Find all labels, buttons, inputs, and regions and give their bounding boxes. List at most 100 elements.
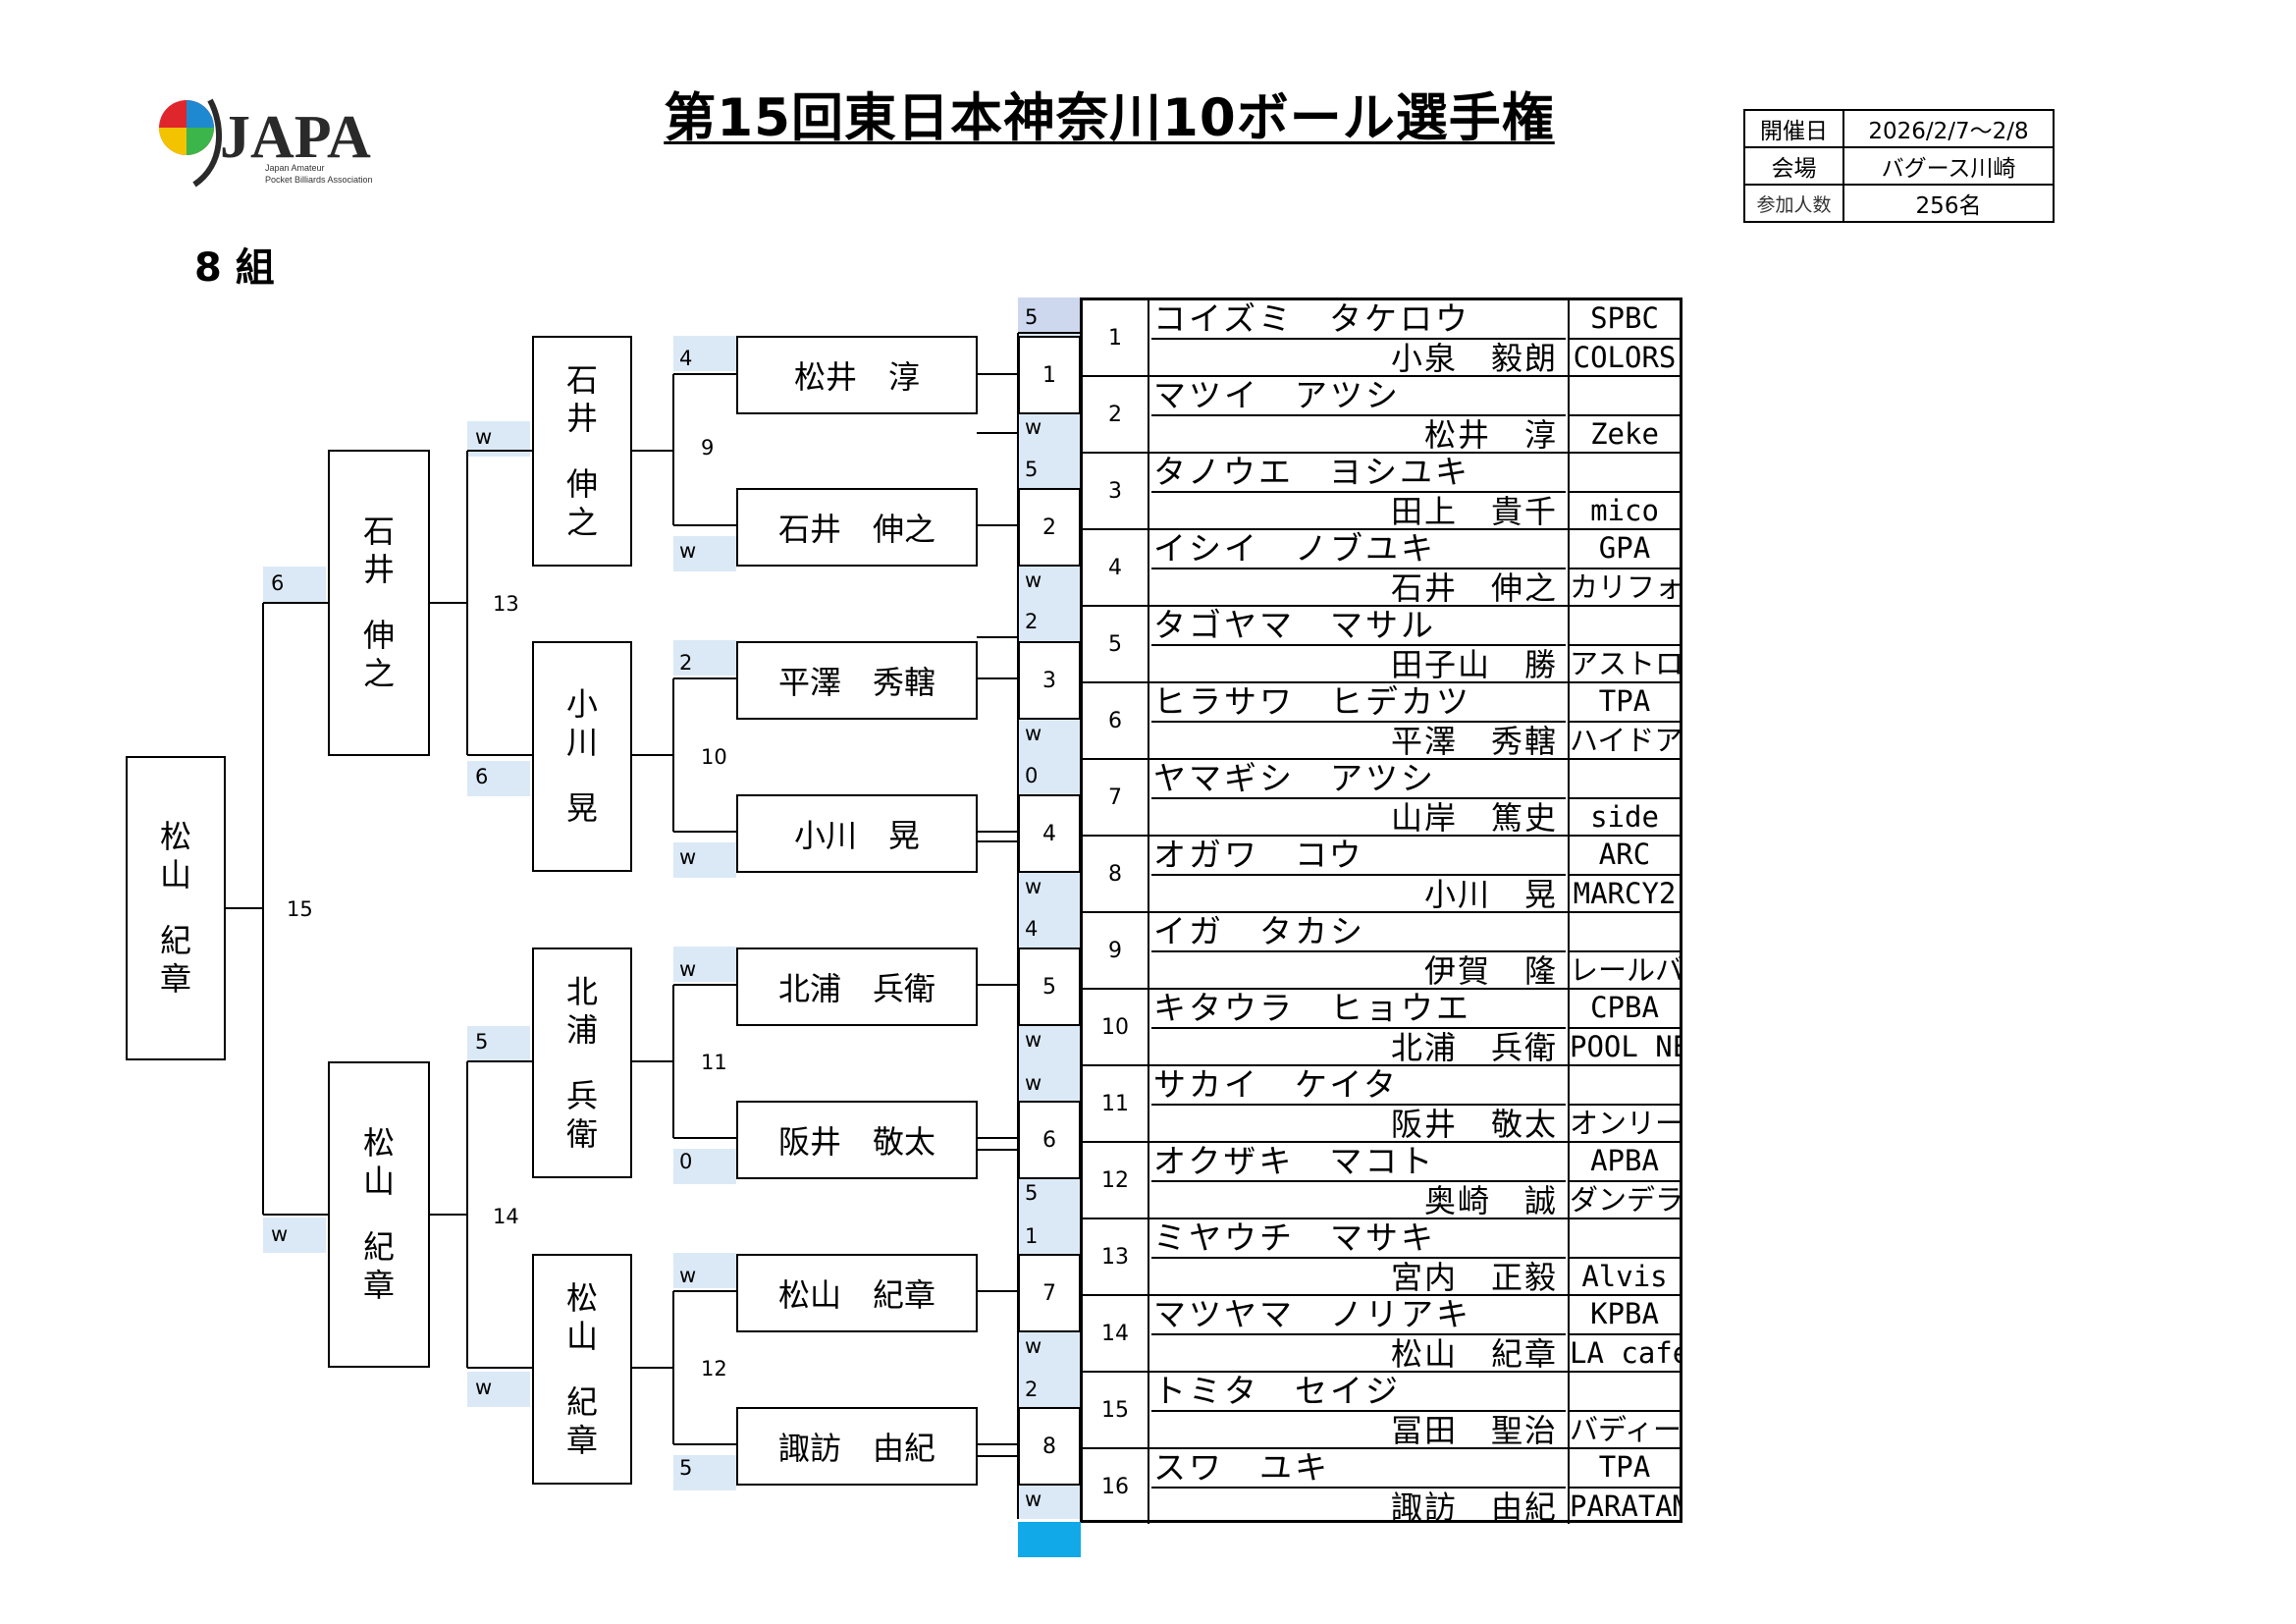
player-kanji: 冨田 聖治 [1151,1410,1566,1447]
score-r1: 5 [1025,305,1038,329]
r16-box-6: 阪井 敬太 [736,1101,978,1179]
player-affiliation-1 [1568,1373,1680,1410]
score-r1: 5 [1025,1181,1038,1205]
player-affiliation-1: TPA [1568,683,1680,721]
score-r1: 2 [1025,1378,1038,1401]
final-winner-char: 松 [159,818,191,855]
player-affiliation-1: ARC [1568,837,1680,874]
seed-box: 2 [1018,488,1081,567]
score-qf: w [475,1376,492,1399]
semi-top-char: 井 [362,551,395,588]
player-affiliation-1 [1568,1066,1680,1104]
semi-top-char: 伸 [362,617,395,654]
qf-char: 兵 [565,1076,598,1114]
score-r16: w [679,1264,696,1287]
seed-to-r16-lines [977,373,1018,1445]
sf-to-final-lines [226,602,328,1216]
player-kana: イガ タカシ [1153,913,1365,950]
player-affiliation-2: Alvis [1568,1257,1680,1294]
match-number: 14 [493,1205,519,1228]
roster-number: 9 [1083,913,1149,988]
count-label: 参加人数 [1743,184,1844,223]
score-r1: 4 [1025,917,1038,941]
count-value: 256名 [1842,184,2055,223]
score-r1: 0 [1025,764,1038,787]
seed-box: 6 [1018,1101,1081,1179]
roster-number: 2 [1083,377,1149,452]
player-affiliation-1 [1568,377,1680,414]
roster-number: 10 [1083,990,1149,1064]
qf-to-sf-lines [429,450,532,1369]
player-kana: キタウラ ヒョウエ [1153,990,1471,1027]
final-winner-char: 山 [159,856,191,893]
qf-char: 山 [565,1317,598,1355]
info-row-count: 参加人数 256名 [1743,184,2055,223]
score-r16: w [679,845,696,869]
seed-box: 7 [1018,1254,1081,1332]
score-r16: 5 [679,1456,692,1480]
qf-char: 小 [565,685,598,723]
score-cell-shade [467,1026,530,1061]
match-number: 9 [701,436,714,460]
date-value: 2026/2/7～2/8 [1842,109,2055,148]
player-affiliation-1 [1568,607,1680,644]
qf-char: 石 [565,360,598,399]
score-r1: w [1025,415,1041,439]
info-row-date: 開催日 2026/2/7～2/8 [1743,109,2055,148]
player-kanji: 小川 晃 [1151,874,1566,911]
roster-number: 6 [1083,683,1149,758]
r16-to-qf-lines [628,373,1018,1445]
qf-char: 松 [565,1278,598,1317]
japa-logo: JAPA Japan Amateur Pocket Billiards Asso… [155,86,412,194]
semi-bottom-char: 松 [362,1124,395,1162]
player-kana: マツイ アツシ [1153,377,1401,414]
player-kana: タノウエ ヨシユキ [1153,454,1471,491]
logo-wordmark: JAPA [220,104,371,171]
score-cell-shade [467,761,530,796]
score-qf: 6 [475,765,488,788]
match-number: 13 [493,592,519,616]
match-number: 12 [701,1357,727,1380]
roster-number: 7 [1083,760,1149,835]
score-r16: 0 [679,1150,692,1173]
r16-box-3: 平澤 秀轄 [736,641,978,720]
player-affiliation-2: アストロ [1568,644,1680,681]
roster-number: 14 [1083,1296,1149,1371]
qf-char: 伸 [565,464,598,503]
final-winner-box: 松 山 紀 章 [126,756,226,1060]
qf-char: 紀 [565,1382,598,1421]
qf-char: 晃 [565,789,598,827]
player-affiliation-1: SPBC [1568,300,1680,338]
score-r16: 4 [679,347,692,370]
score-r1: 5 [1025,458,1038,481]
score-r1: w [1025,875,1041,898]
player-kanji: 山岸 篤史 [1151,797,1566,835]
score-cell-shade [673,1149,736,1184]
roster-number: 1 [1083,300,1149,375]
player-kana: コイズミ タケロウ [1153,300,1471,338]
player-affiliation-1: GPA [1568,530,1680,568]
player-kanji: 諏訪 由紀 [1151,1487,1566,1524]
player-affiliation-2: side [1568,797,1680,835]
score-cell-shade [673,336,736,371]
player-affiliation-2: オンリーワン [1568,1104,1680,1141]
player-affiliation-2: カリフォルニア [1568,568,1680,605]
score-r1: w [1025,1071,1041,1095]
info-row-venue: 会場 バグース川崎 [1743,146,2055,186]
player-kanji: 平澤 秀轄 [1151,721,1566,758]
player-affiliation-2: Zeke [1568,414,1680,452]
player-affiliation-2: ダンデライオン [1568,1180,1680,1218]
score-r1: w [1025,1028,1041,1052]
group-label: 8 組 [194,245,275,291]
player-kana: オクザキ マコト [1153,1143,1436,1180]
player-kanji: 小泉 毅朗 [1151,338,1566,375]
japa-logo-mark: JAPA Japan Amateur Pocket Billiards Asso… [159,98,373,188]
player-affiliation-1: KPBA [1568,1296,1680,1333]
logo-sub1: Japan Amateur [265,163,325,173]
